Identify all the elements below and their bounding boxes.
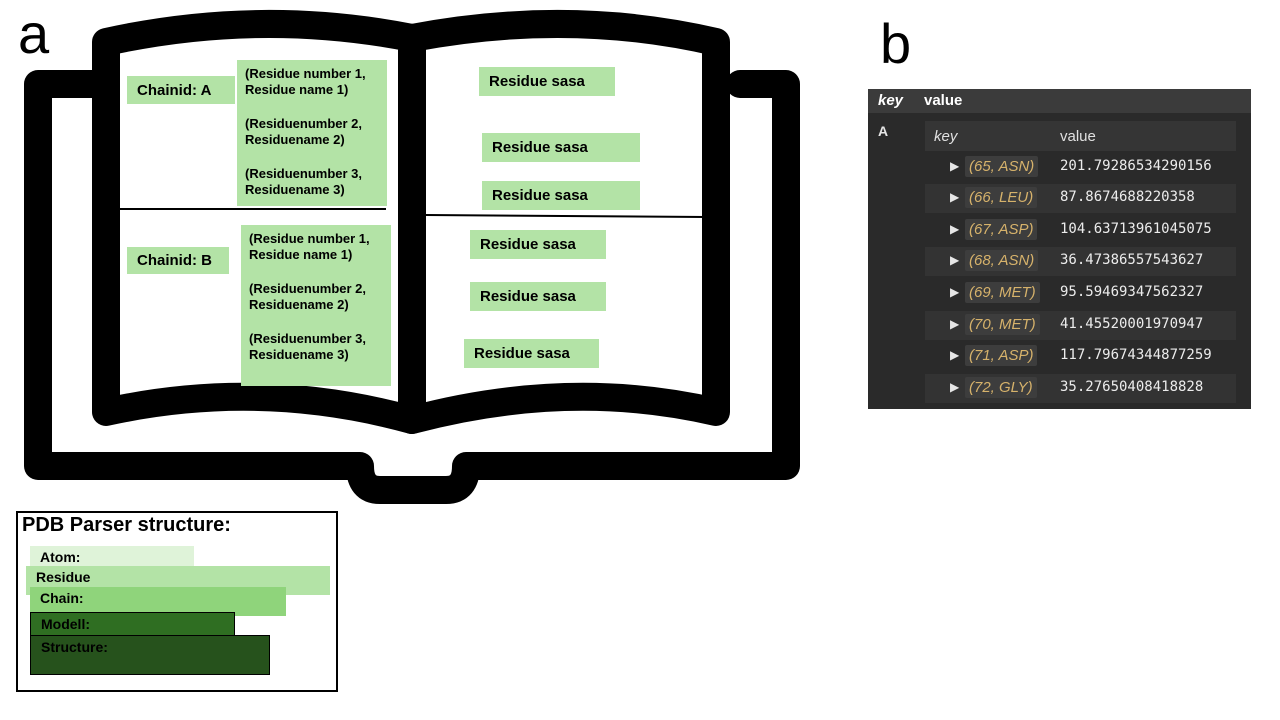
- inner-table: key value ▶ (65, ASN) 201.79286534290156…: [925, 121, 1236, 409]
- chain-b-residues: (Residue number 1, Residue name 1) (Resi…: [241, 225, 391, 386]
- viewer-header: key value: [868, 89, 1251, 113]
- table-row[interactable]: ▶ (71, ASP) 117.79674344877259: [925, 342, 1236, 371]
- header-key: key: [878, 92, 904, 109]
- panel-b-letter: b: [880, 12, 912, 75]
- expand-triangle-icon[interactable]: ▶: [950, 348, 960, 362]
- sasa-box: Residue sasa: [479, 67, 615, 96]
- row-key: (65, ASN): [965, 156, 1039, 177]
- chain-b-residue-1: (Residue number 1, Residue name 1): [249, 231, 370, 262]
- row-key: (68, ASN): [965, 250, 1039, 271]
- row-key: (72, GLY): [965, 377, 1037, 398]
- row-value: 36.47386557543627: [1060, 252, 1204, 268]
- chain-b-label: Chainid: B: [127, 247, 229, 274]
- table-row[interactable]: ▶ (68, ASN) 36.47386557543627: [925, 247, 1236, 276]
- parser-structure-legend: PDB Parser structure: Atom: Residue Chai…: [16, 511, 338, 692]
- inner-header: key value: [925, 121, 1236, 151]
- level-chain: Chain:: [30, 587, 286, 616]
- sasa-box: Residue sasa: [470, 230, 606, 259]
- sasa-box: Residue sasa: [464, 339, 599, 368]
- inner-header-key: key: [934, 128, 958, 145]
- row-value: 95.59469347562327: [1060, 284, 1204, 300]
- row-key: (71, ASP): [965, 345, 1038, 366]
- row-key: (66, LEU): [965, 187, 1038, 208]
- sasa-box: Residue sasa: [470, 282, 606, 311]
- table-row[interactable]: ▶ (70, MET) 41.45520001970947: [925, 311, 1236, 340]
- table-row[interactable]: ▶ (67, ASP) 104.63713961045075: [925, 216, 1236, 245]
- panel-a-letter: a: [18, 2, 50, 65]
- chain-a-residues: (Residue number 1, Residue name 1) (Resi…: [237, 60, 387, 206]
- json-viewer: key value A key value ▶ (65, ASN) 201.79…: [868, 89, 1251, 409]
- inner-header-value: value: [1060, 128, 1096, 145]
- row-value: 104.63713961045075: [1060, 221, 1212, 237]
- expand-triangle-icon[interactable]: ▶: [950, 317, 960, 331]
- chain-a-label: Chainid: A: [127, 76, 235, 104]
- chain-a-residue-2: (Residuenumber 2, Residuename 2): [245, 116, 363, 147]
- row-value: 117.79674344877259: [1060, 347, 1212, 363]
- expand-triangle-icon[interactable]: ▶: [950, 285, 960, 299]
- sasa-box: Residue sasa: [482, 181, 640, 210]
- table-row[interactable]: ▶ (72, GLY) 35.27650408418828: [925, 374, 1236, 403]
- row-value: 35.27650408418828: [1060, 379, 1204, 395]
- row-value: 41.45520001970947: [1060, 316, 1204, 332]
- table-row[interactable]: ▶ (69, MET) 95.59469347562327: [925, 279, 1236, 308]
- expand-triangle-icon[interactable]: ▶: [950, 159, 960, 173]
- table-row[interactable]: ▶ (66, LEU) 87.8674688220358: [925, 184, 1236, 213]
- row-value: 201.79286534290156: [1060, 158, 1212, 174]
- expand-triangle-icon[interactable]: ▶: [950, 190, 960, 204]
- row-key: (67, ASP): [965, 219, 1038, 240]
- expand-triangle-icon[interactable]: ▶: [950, 253, 960, 267]
- row-value: 87.8674688220358: [1060, 189, 1195, 205]
- chain-a-residue-1: (Residue number 1, Residue name 1): [245, 66, 366, 97]
- right-divider: [425, 214, 707, 218]
- header-value: value: [924, 92, 963, 109]
- sasa-box: Residue sasa: [482, 133, 640, 162]
- expand-triangle-icon[interactable]: ▶: [950, 380, 960, 394]
- row-key: (69, MET): [965, 282, 1040, 303]
- chain-b-residue-3: (Residuenumber 3, Residuename 3): [249, 331, 367, 362]
- chain-a-residue-3: (Residuenumber 3, Residuename 3): [245, 166, 363, 197]
- legend-title: PDB Parser structure:: [22, 514, 231, 536]
- outer-key: A: [878, 123, 889, 139]
- row-key: (70, MET): [965, 314, 1040, 335]
- chain-b-residue-2: (Residuenumber 2, Residuename 2): [249, 281, 367, 312]
- level-structure: Structure:: [30, 635, 270, 675]
- table-row[interactable]: ▶ (65, ASN) 201.79286534290156: [925, 153, 1236, 182]
- expand-triangle-icon[interactable]: ▶: [950, 222, 960, 236]
